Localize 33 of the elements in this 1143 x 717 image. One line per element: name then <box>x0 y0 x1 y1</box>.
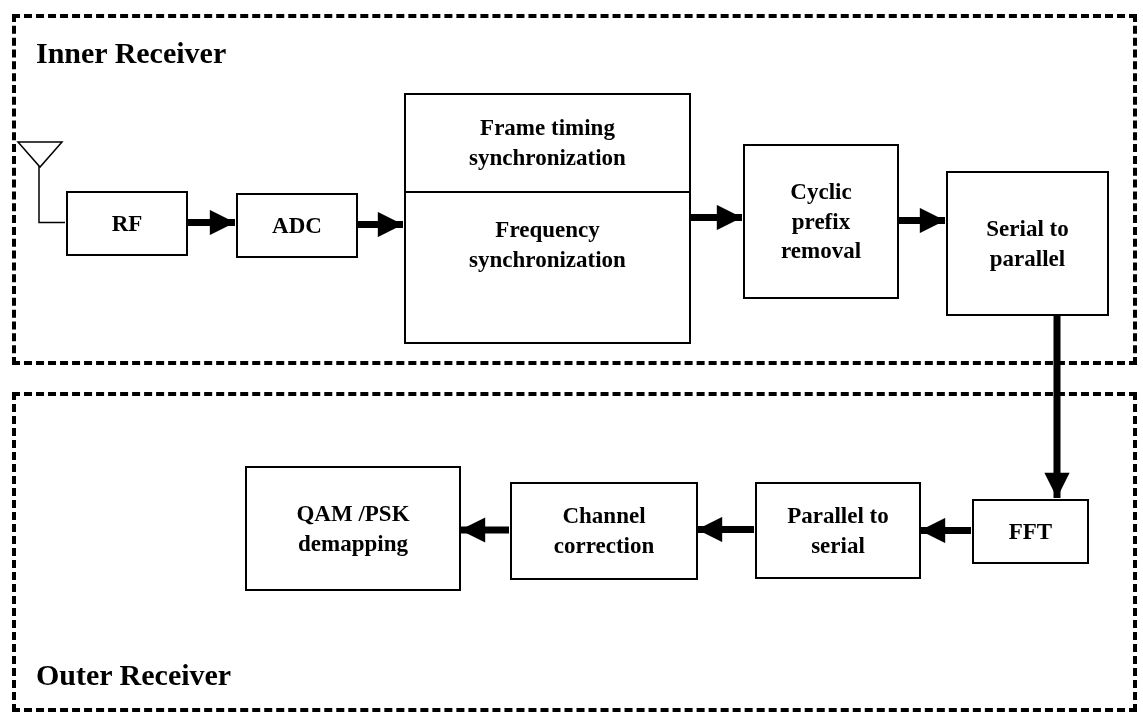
region-heading: Inner Receiver <box>36 38 227 68</box>
arrow <box>898 207 945 234</box>
arrow <box>460 517 509 543</box>
process-box <box>510 482 698 580</box>
region-heading: Outer Receiver <box>36 660 232 690</box>
block-label: Serial to parallel <box>985 214 1070 273</box>
block-label: Cyclic prefix removal <box>779 177 863 266</box>
process-box <box>755 482 921 579</box>
process-box <box>245 466 461 591</box>
arrow <box>357 211 403 238</box>
process-box <box>743 144 899 299</box>
arrow <box>690 204 742 231</box>
process-box <box>236 193 358 258</box>
process-box <box>946 171 1109 316</box>
block-label: QAM /PSK demapping <box>295 499 411 558</box>
antenna-symbol <box>17 141 63 167</box>
process-box <box>972 499 1089 564</box>
arrow <box>697 516 754 543</box>
process-box <box>66 191 188 256</box>
block-label: ADC <box>272 211 322 240</box>
block-label: RF <box>111 209 143 238</box>
block-label: Parallel to serial <box>786 501 890 560</box>
block-label: Frequency synchronization <box>468 216 627 274</box>
block-label: Channel correction <box>552 502 656 560</box>
arrow <box>1044 315 1070 498</box>
process-box <box>404 93 691 344</box>
arrow <box>187 209 235 236</box>
arrow <box>920 517 971 544</box>
dashed-region-frame <box>12 14 1137 365</box>
connector-line <box>38 165 66 224</box>
dashed-region-frame <box>12 392 1137 712</box>
block-label: Frame timing synchronization <box>468 114 627 172</box>
block-label: FFT <box>1008 517 1053 546</box>
